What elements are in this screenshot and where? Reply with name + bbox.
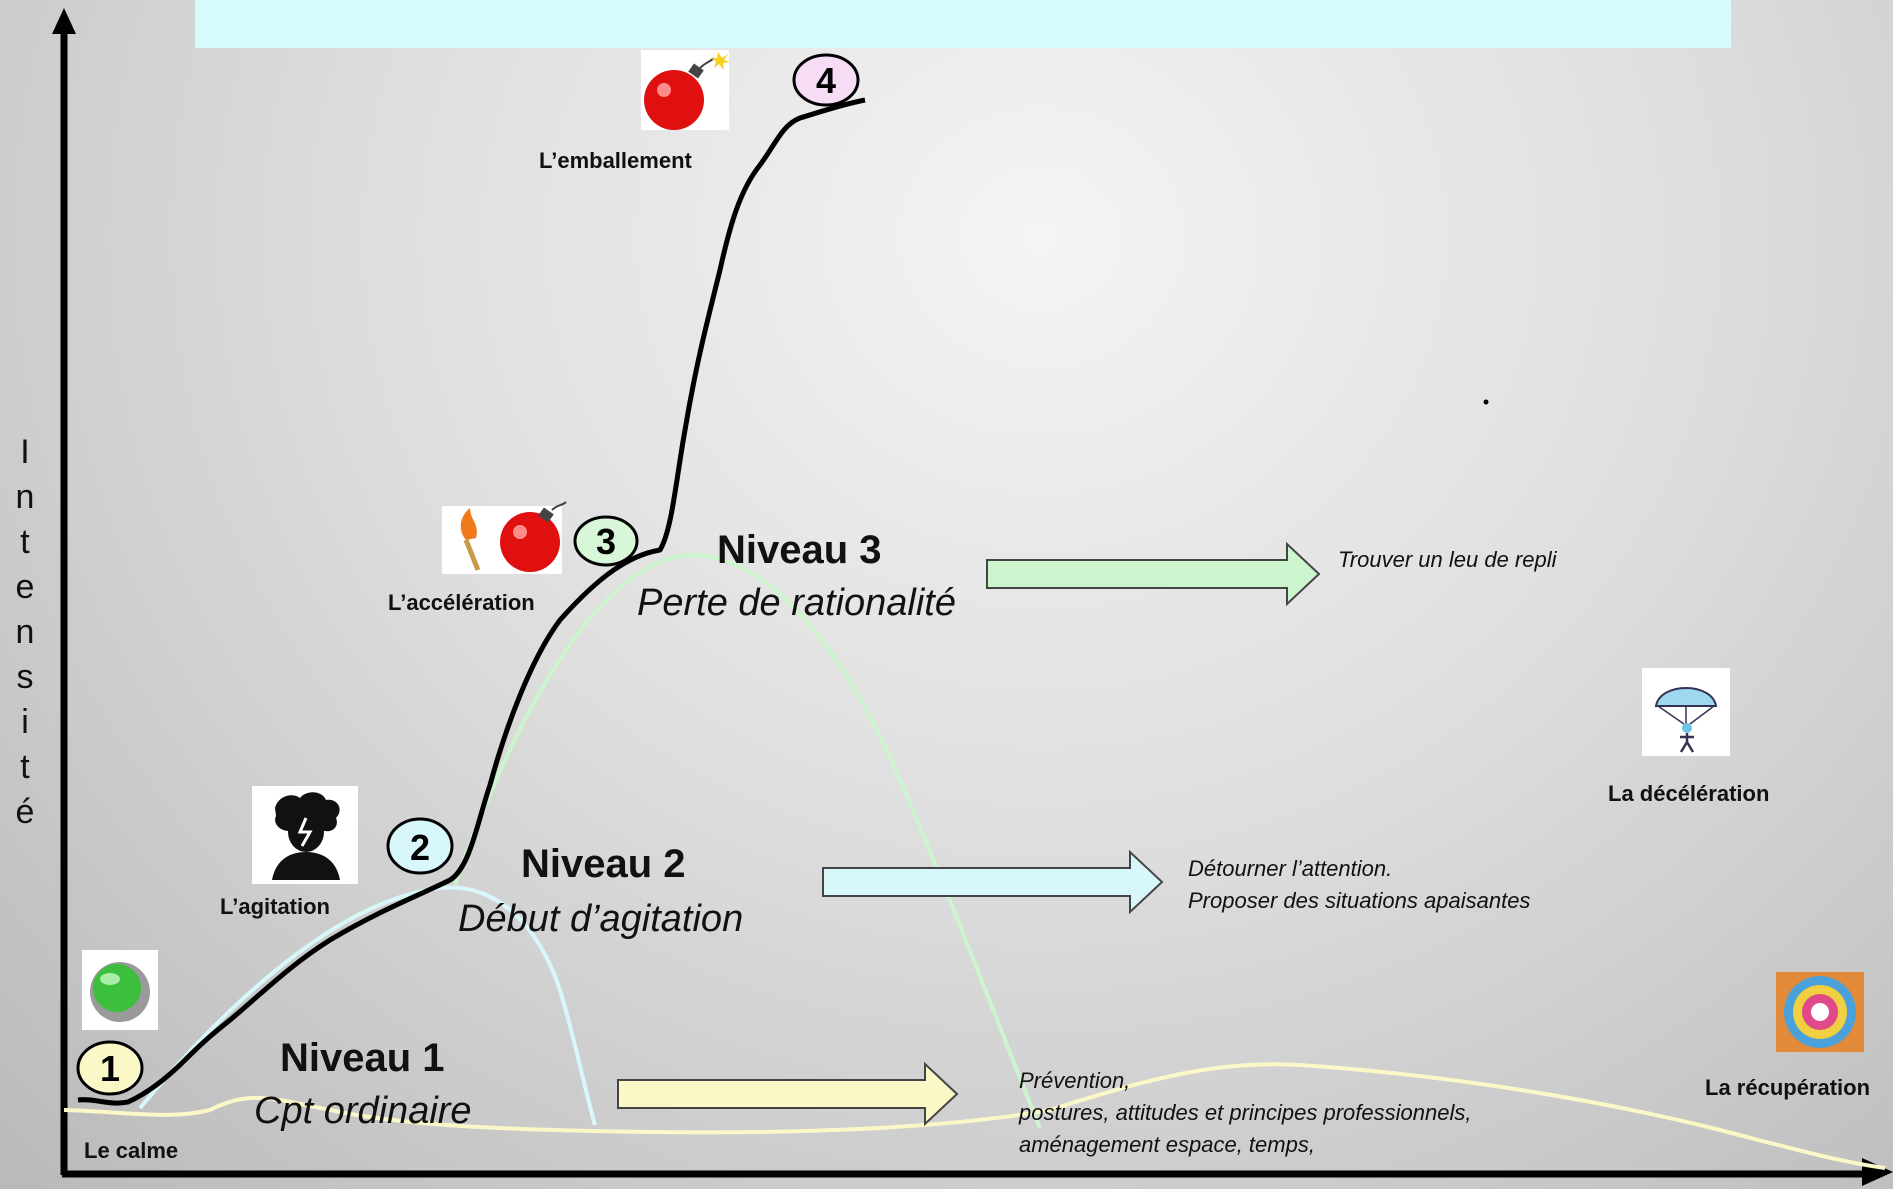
advice-line: aménagement espace, temps, [1019, 1132, 1315, 1157]
y-axis-letter: n [15, 613, 35, 651]
y-axis-letter: I [20, 433, 30, 471]
level-1-subtitle: Cpt ordinaire [254, 1090, 472, 1132]
level-1-arrow [617, 1061, 959, 1127]
level-3-curve [453, 553, 1042, 1129]
y-axis-letter: s [16, 658, 34, 696]
stage-label-runaway: L’emballement [539, 148, 692, 173]
stage-label-calm: Le calme [84, 1138, 179, 1163]
badge-2-number: 2 [410, 827, 430, 868]
y-axis-letter: n [15, 478, 35, 516]
level-1-advice: Prévention, postures, attitudes et princ… [1019, 1065, 1471, 1161]
start-button-icon [82, 950, 158, 1030]
badge-1: 1 [76, 1040, 144, 1096]
stage-label-recovery: La récupération [1705, 1075, 1871, 1100]
level-1-curve [63, 1062, 1886, 1170]
advice-line: Proposer des situations apaisantes [1188, 888, 1531, 913]
y-axis-letter: i [21, 703, 29, 741]
level-3-subtitle: Perte de rationalité [637, 582, 956, 624]
level-2-title: Niveau 2 [521, 842, 686, 886]
advice-line: Trouver un leu de repli [1338, 547, 1557, 572]
level-3-arrow [986, 541, 1321, 607]
badge-3-number: 3 [596, 521, 616, 562]
y-axis-letter: é [15, 793, 35, 831]
badge-4: 4 [792, 53, 860, 107]
level-3-advice: Trouver un leu de repli [1338, 544, 1557, 576]
level-2-subtitle: Début d’agitation [458, 898, 744, 940]
level-2-arrow [822, 849, 1164, 915]
advice-line: postures, attitudes et principes profess… [1019, 1100, 1472, 1125]
title-banner [195, 0, 1731, 48]
stage-label-agitation: L’agitation [220, 894, 330, 919]
badge-4-number: 4 [816, 60, 836, 101]
mandala-icon [1776, 972, 1864, 1052]
level-2-advice: Détourner l’attention. Proposer des situ… [1188, 853, 1530, 917]
level-2-curve [138, 885, 597, 1126]
badge-2: 2 [386, 817, 454, 875]
advice-line: Prévention, [1019, 1068, 1131, 1093]
level-1-title: Niveau 1 [280, 1036, 445, 1080]
y-axis-letter: t [20, 748, 30, 786]
stage-label-acceleration: L’accélération [388, 590, 535, 615]
match-and-bomb-icon [442, 501, 567, 574]
intensity-curve [77, 97, 866, 1106]
badge-1-number: 1 [100, 1048, 120, 1089]
badge-3: 3 [573, 515, 639, 567]
y-axis-arrowhead [52, 8, 76, 34]
stressed-person-icon [252, 786, 358, 884]
level-3-title: Niveau 3 [717, 528, 882, 572]
y-axis-label: I n t e n s i t é [10, 430, 40, 835]
bomb-icon [641, 50, 730, 130]
parachute-icon [1642, 668, 1730, 756]
advice-line: Détourner l’attention. [1188, 856, 1393, 881]
y-axis-letter: e [15, 568, 35, 606]
stage-label-deceleration: La décélération [1608, 781, 1770, 806]
y-axis-letter: t [20, 523, 30, 561]
x-axis-arrowhead [1862, 1158, 1893, 1186]
stray-dot [1483, 399, 1489, 405]
